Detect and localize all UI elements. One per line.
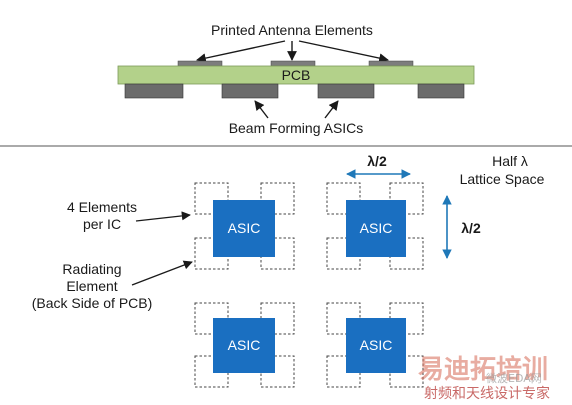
radiating-label-line3: (Back Side of PCB)	[32, 295, 153, 311]
watermark-line3: 微波EDA网	[486, 371, 542, 385]
radiating-element	[389, 182, 424, 215]
radiating-arrow	[131, 260, 193, 286]
asic-chip	[213, 200, 275, 257]
four-elements-label-line1: 4 Elements	[67, 199, 137, 215]
antenna-arrow-right	[298, 40, 389, 63]
asic-cell: ASIC	[326, 182, 424, 270]
pcb-board	[117, 65, 475, 85]
lattice-view: ASIC ASIC ASIC ASIC	[32, 153, 545, 388]
radiating-element	[260, 182, 295, 215]
radiating-element	[194, 237, 229, 270]
beam-forming-chip	[317, 83, 375, 99]
asic-label: ASIC	[228, 220, 261, 236]
radiating-element	[194, 182, 229, 215]
lambda-vertical-label: λ/2	[461, 220, 481, 236]
half-lambda-label-line2: Lattice Space	[460, 171, 545, 187]
half-lambda-label-line1: Half λ	[492, 153, 528, 169]
four-elements-arrow	[135, 211, 191, 222]
radiating-label-line2: Element	[66, 278, 117, 294]
asic-cell: ASIC	[194, 302, 295, 388]
antenna-element	[270, 60, 316, 67]
pcb-label: PCB	[282, 67, 311, 83]
lambda-horizontal-label: λ/2	[367, 153, 387, 169]
radiating-element	[326, 237, 361, 270]
four-elements-label-line2: per IC	[83, 216, 121, 232]
radiating-element	[326, 182, 361, 215]
beam-forming-chip	[124, 83, 184, 99]
watermark: 易迪拓培训 微波EDA网 射频和天线设计专家	[418, 355, 550, 402]
watermark-line2: 射频和天线设计专家	[424, 385, 550, 402]
asic-label: ASIC	[360, 337, 393, 353]
asic-cell: ASIC	[326, 302, 424, 388]
asic-chip	[346, 200, 406, 257]
asic-cell: ASIC	[194, 182, 295, 270]
watermark-line1: 易迪拓培训	[418, 355, 548, 385]
asic-arrow-right	[324, 100, 339, 119]
radiating-element	[326, 302, 361, 335]
beam-forming-chip	[417, 83, 465, 99]
radiating-element	[194, 355, 229, 388]
asic-label: ASIC	[360, 220, 393, 236]
printed-antenna-label: Printed Antenna Elements	[211, 22, 373, 38]
asic-chip	[213, 318, 275, 373]
radiating-element	[326, 355, 361, 388]
radiating-label-line1: Radiating	[62, 261, 121, 277]
asic-chip	[346, 318, 406, 373]
antenna-element	[368, 60, 414, 67]
beam-forming-chip	[221, 83, 279, 99]
antenna-arrow-left	[196, 40, 286, 63]
asic-arrow-left	[254, 100, 269, 119]
asic-label: ASIC	[228, 337, 261, 353]
antenna-element	[177, 60, 223, 67]
radiating-element	[194, 302, 229, 335]
pcb-cross-section: Printed Antenna Elements PCB Beam Formin…	[117, 22, 475, 136]
beam-forming-label: Beam Forming ASICs	[229, 120, 364, 136]
